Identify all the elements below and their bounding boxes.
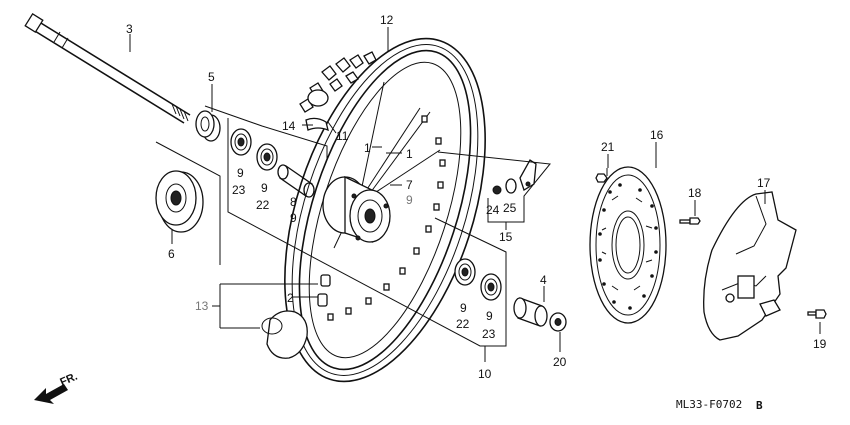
bearing-22-right [454,258,476,286]
label-8: 8 [290,195,297,209]
label-1b: 1 [406,147,413,161]
label-15: 15 [499,230,513,244]
fr-label: FR. [58,371,79,389]
label-20: 20 [553,355,567,369]
front-direction-arrow: FR. [34,371,79,404]
label-6: 6 [168,247,175,261]
label-18: 18 [688,186,702,200]
label-12: 12 [380,13,394,27]
disc-bolt-21 [595,168,608,183]
label-9d: 9 [290,211,297,225]
label-10: 10 [478,367,492,381]
label-24: 24 [486,203,500,217]
tube-band [305,117,329,132]
collar-5 [195,110,221,142]
label-22b: 22 [456,317,470,331]
label-9e: 9 [460,301,467,315]
valve-cap-2 [317,274,331,307]
axle [24,12,191,124]
label-23a: 23 [232,183,246,197]
label-9c: 9 [261,181,268,195]
disc-cover-17 [703,191,797,341]
wheel-hub [322,175,391,243]
label-9f: 9 [486,309,493,323]
label-1a: 1 [364,141,371,155]
axle-nut-20 [549,312,567,332]
bearing-23-left [230,128,252,156]
spoke-nipples [327,115,446,321]
label-22a: 22 [256,198,270,212]
label-23b: 23 [482,327,496,341]
label-7: 7 [406,178,413,192]
bearing-23-right [480,273,502,301]
label-21: 21 [601,140,615,154]
bracket-10 [227,118,507,347]
label-9a: 9 [406,193,413,207]
label-9b: 9 [237,166,244,180]
label-16: 16 [650,128,664,142]
bearing-22-left [256,143,278,171]
brake-disc [589,166,667,324]
cover-bolt-19 [807,309,827,334]
disc-holes [598,183,658,310]
distance-collar-8 [277,164,315,198]
diagram-code-suffix: B [756,399,763,412]
label-19: 19 [813,337,827,351]
hub-cap-24-25 [492,159,537,195]
label-11: 11 [336,129,349,143]
side-collar-4 [513,297,548,327]
diagram-code: ML33-F0702 [676,398,742,411]
bracket-15 [437,151,551,223]
collar-bracket [155,141,221,265]
bearing-bracket [204,105,328,160]
side-collar-6 [155,170,204,233]
label-2: 2 [287,291,294,305]
label-17: 17 [757,176,771,190]
label-14: 14 [282,119,296,133]
disc-bolt-18 [679,217,701,225]
label-3: 3 [126,22,133,36]
tire-knobs [261,51,377,359]
label-25: 25 [503,201,517,215]
label-13: 13 [195,299,209,313]
label-5: 5 [208,70,215,84]
label-4: 4 [540,273,547,287]
